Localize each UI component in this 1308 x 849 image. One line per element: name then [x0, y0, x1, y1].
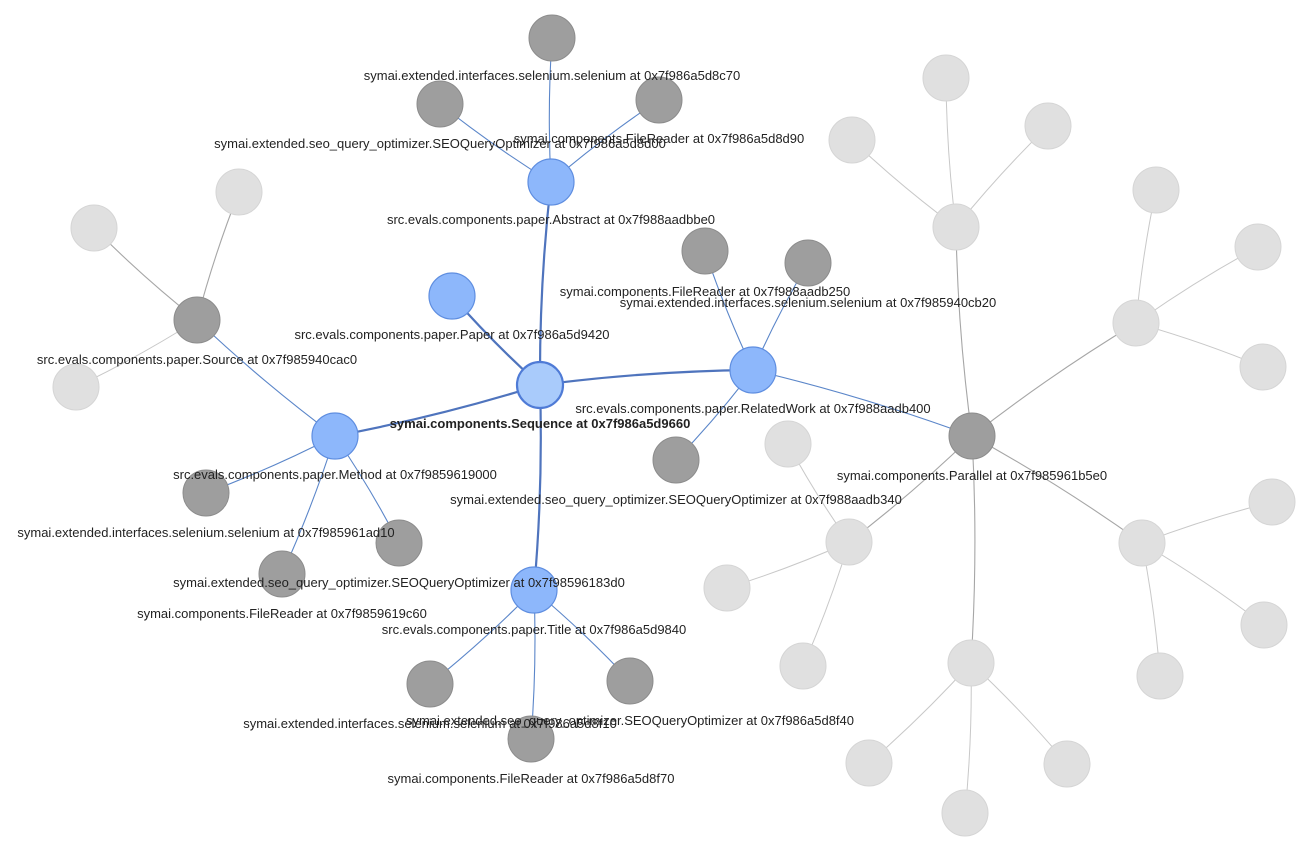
node-abstract[interactable] — [527, 158, 575, 206]
label-rw-filereader: symai.components.FileReader at 0x7f988aa… — [560, 284, 851, 299]
node-rw-selenium[interactable] — [784, 239, 832, 287]
node-p-e3[interactable] — [941, 789, 989, 837]
node-method[interactable] — [311, 412, 359, 460]
label-source: src.evals.components.paper.Source at 0x7… — [37, 352, 357, 367]
node-source-leaf-2[interactable] — [215, 168, 263, 216]
node-source-leaf-1[interactable] — [70, 204, 118, 252]
edge-sequence-to-abstract — [538, 181, 553, 386]
label-title: src.evals.components.paper.Title at 0x7f… — [382, 622, 687, 637]
node-p-c[interactable] — [825, 518, 873, 566]
edge-parallel-to-p-c — [848, 435, 973, 543]
label-method: src.evals.components.paper.Method at 0x7… — [173, 467, 497, 482]
node-title-selenium[interactable] — [406, 660, 454, 708]
node-p-a2[interactable] — [828, 116, 876, 164]
node-p-b[interactable] — [1112, 299, 1160, 347]
label-abstract-selenium: symai.extended.interfaces.selenium.selen… — [364, 68, 741, 83]
label-abstract-seo: symai.extended.seo_query_optimizer.SEOQu… — [214, 136, 666, 151]
edge-relatedwork-to-parallel — [752, 369, 973, 437]
label-abstract: src.evals.components.paper.Abstract at 0… — [387, 212, 715, 227]
node-title-filereader[interactable] — [507, 715, 555, 763]
node-p-b1[interactable] — [1132, 166, 1180, 214]
node-abstract-seo[interactable] — [416, 80, 464, 128]
node-p-c1[interactable] — [764, 420, 812, 468]
node-p-d3[interactable] — [1136, 652, 1184, 700]
node-p-a3[interactable] — [1024, 102, 1072, 150]
edge-parallel-to-p-e — [970, 435, 976, 664]
node-parallel[interactable] — [948, 412, 996, 460]
node-sequence[interactable] — [515, 360, 565, 410]
label-rw-selenium: symai.extended.interfaces.selenium.selen… — [620, 295, 997, 310]
label-title-filereader: symai.components.FileReader at 0x7f986a5… — [388, 771, 675, 786]
node-relatedwork[interactable] — [729, 346, 777, 394]
node-p-d2[interactable] — [1240, 601, 1288, 649]
edge-sequence-to-method — [334, 383, 541, 438]
node-source[interactable] — [173, 296, 221, 344]
label-paper: src.evals.components.paper.Paper at 0x7f… — [294, 327, 609, 342]
node-p-c2[interactable] — [703, 564, 751, 612]
node-method-seo[interactable] — [375, 519, 423, 567]
label-sequence: symai.components.Sequence at 0x7f986a5d9… — [390, 416, 691, 431]
node-abstract-filereader[interactable] — [635, 76, 683, 124]
node-method-filereader[interactable] — [258, 550, 306, 598]
edge-sequence-to-title — [532, 384, 542, 591]
edge-sequence-to-relatedwork — [539, 368, 754, 387]
label-parallel: symai.components.Parallel at 0x7f985961b… — [837, 468, 1107, 483]
node-rw-filereader[interactable] — [681, 227, 729, 275]
label-method-seo: symai.extended.seo_query_optimizer.SEOQu… — [173, 575, 625, 590]
node-p-b2[interactable] — [1234, 223, 1282, 271]
node-rw-seo[interactable] — [652, 436, 700, 484]
label-rw-seo: symai.extended.seo_query_optimizer.SEOQu… — [450, 492, 902, 507]
node-title-seo[interactable] — [606, 657, 654, 705]
label-title-selenium: symai.extended.interfaces.selenium.selen… — [243, 716, 617, 731]
node-p-a1[interactable] — [922, 54, 970, 102]
label-method-selenium: symai.extended.interfaces.selenium.selen… — [17, 525, 394, 540]
node-source-leaf-3[interactable] — [52, 363, 100, 411]
edge-parallel-to-p-d — [971, 435, 1143, 544]
node-p-e[interactable] — [947, 639, 995, 687]
label-abstract-filereader: symai.components.FileReader at 0x7f986a5… — [514, 131, 805, 146]
node-paper[interactable] — [428, 272, 476, 320]
node-abstract-selenium[interactable] — [528, 14, 576, 62]
node-method-selenium[interactable] — [182, 469, 230, 517]
edge-parallel-to-p-a — [955, 226, 973, 437]
node-p-c3[interactable] — [779, 642, 827, 690]
node-p-b3[interactable] — [1239, 343, 1287, 391]
node-p-e1[interactable] — [845, 739, 893, 787]
label-method-filereader: symai.components.FileReader at 0x7f98596… — [137, 606, 427, 621]
label-title-seo: symai.extended.seo_query_optimizer.SEOQu… — [406, 713, 854, 728]
edge-parallel-to-p-b — [971, 322, 1137, 437]
node-p-d1[interactable] — [1248, 478, 1296, 526]
node-p-d[interactable] — [1118, 519, 1166, 567]
label-relatedwork: src.evals.components.paper.RelatedWork a… — [575, 401, 930, 416]
node-p-a[interactable] — [932, 203, 980, 251]
node-p-e2[interactable] — [1043, 740, 1091, 788]
node-title[interactable] — [510, 566, 558, 614]
